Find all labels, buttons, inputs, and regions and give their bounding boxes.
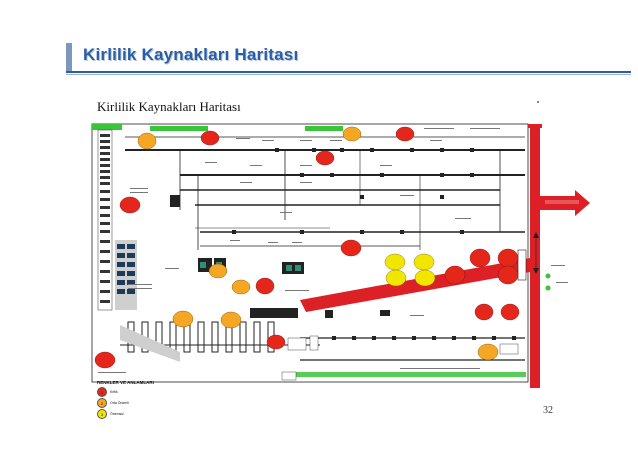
right-side-unit: [517, 249, 527, 281]
legend: RENKLER VE ANLAMLARI 1 Kritik 2 Orta Öne…: [97, 380, 154, 420]
corner-mark: [537, 101, 539, 103]
grey-slant-block: [120, 325, 180, 362]
marker-medium: [208, 263, 228, 279]
green-dot-2: [545, 285, 551, 291]
medium-markers: [137, 126, 499, 361]
map-frame: [91, 123, 529, 383]
fine-label-marks: [98, 128, 568, 373]
green-bar-corner: [92, 124, 122, 130]
green-dot-1: [545, 273, 551, 279]
diagram-title: Kirlilik Kaynakları Haritası: [97, 99, 241, 114]
low-markers: [384, 253, 436, 287]
marker-critical: [500, 303, 520, 321]
marker-medium: [342, 126, 362, 142]
legend-dot-critical: 1: [97, 387, 107, 397]
dark-cell-stack: [117, 244, 135, 294]
marker-critical: [474, 303, 494, 321]
machine-groups: [170, 148, 474, 318]
marker-medium: [137, 132, 157, 150]
marker-critical: [340, 239, 362, 257]
legend-label: Orta Önemli: [110, 401, 129, 405]
marker-critical: [94, 351, 116, 369]
marker-critical: [444, 265, 466, 285]
legend-item-medium: 2 Orta Önemli: [97, 398, 154, 408]
marker-critical: [255, 277, 275, 295]
main-corridor-vertical: [530, 124, 540, 388]
critical-markers: [94, 126, 520, 369]
legend-label: Önemsiz: [110, 412, 124, 416]
marker-critical: [497, 248, 519, 268]
marker-medium: [231, 279, 251, 295]
marker-critical: [395, 126, 415, 142]
marker-low: [384, 253, 406, 271]
title-rule: [66, 71, 631, 73]
marker-critical: [266, 334, 286, 350]
legend-heading: RENKLER VE ANLAMLARI: [97, 380, 154, 385]
main-corridor-top: [528, 124, 542, 128]
marker-low: [385, 269, 407, 287]
marker-critical: [200, 130, 220, 146]
title-accent: [66, 43, 72, 71]
marker-medium: [172, 310, 194, 328]
marker-low: [413, 253, 435, 271]
green-bar-2: [305, 126, 343, 131]
title-rule-thin: [66, 74, 631, 75]
legend-item-low: 3 Önemsiz: [97, 409, 154, 419]
legend-dot-medium: 2: [97, 398, 107, 408]
marker-critical: [119, 196, 141, 214]
corridor-arrow-right: [540, 190, 590, 216]
marker-critical: [315, 150, 335, 166]
corridor-diagonal: [300, 258, 530, 312]
green-bar-1: [150, 126, 208, 131]
arrow-label-strip: [545, 200, 579, 204]
page-number: 32: [543, 405, 553, 416]
legend-item-critical: 1 Kritik: [97, 387, 154, 397]
bottom-right-stations: [332, 336, 516, 340]
marker-medium: [477, 343, 499, 361]
marker-critical: [469, 248, 491, 268]
legend-dot-low: 3: [97, 409, 107, 419]
green-bar-bottom: [296, 372, 526, 377]
marker-low: [414, 269, 436, 287]
equipment-label-boxes: [281, 335, 519, 381]
slide-title: Kirlilik Kaynakları Haritası: [83, 45, 299, 64]
left-equipment-column: [97, 129, 113, 311]
marker-critical: [497, 265, 519, 285]
legend-label: Kritik: [110, 390, 118, 394]
marker-medium: [220, 311, 242, 329]
